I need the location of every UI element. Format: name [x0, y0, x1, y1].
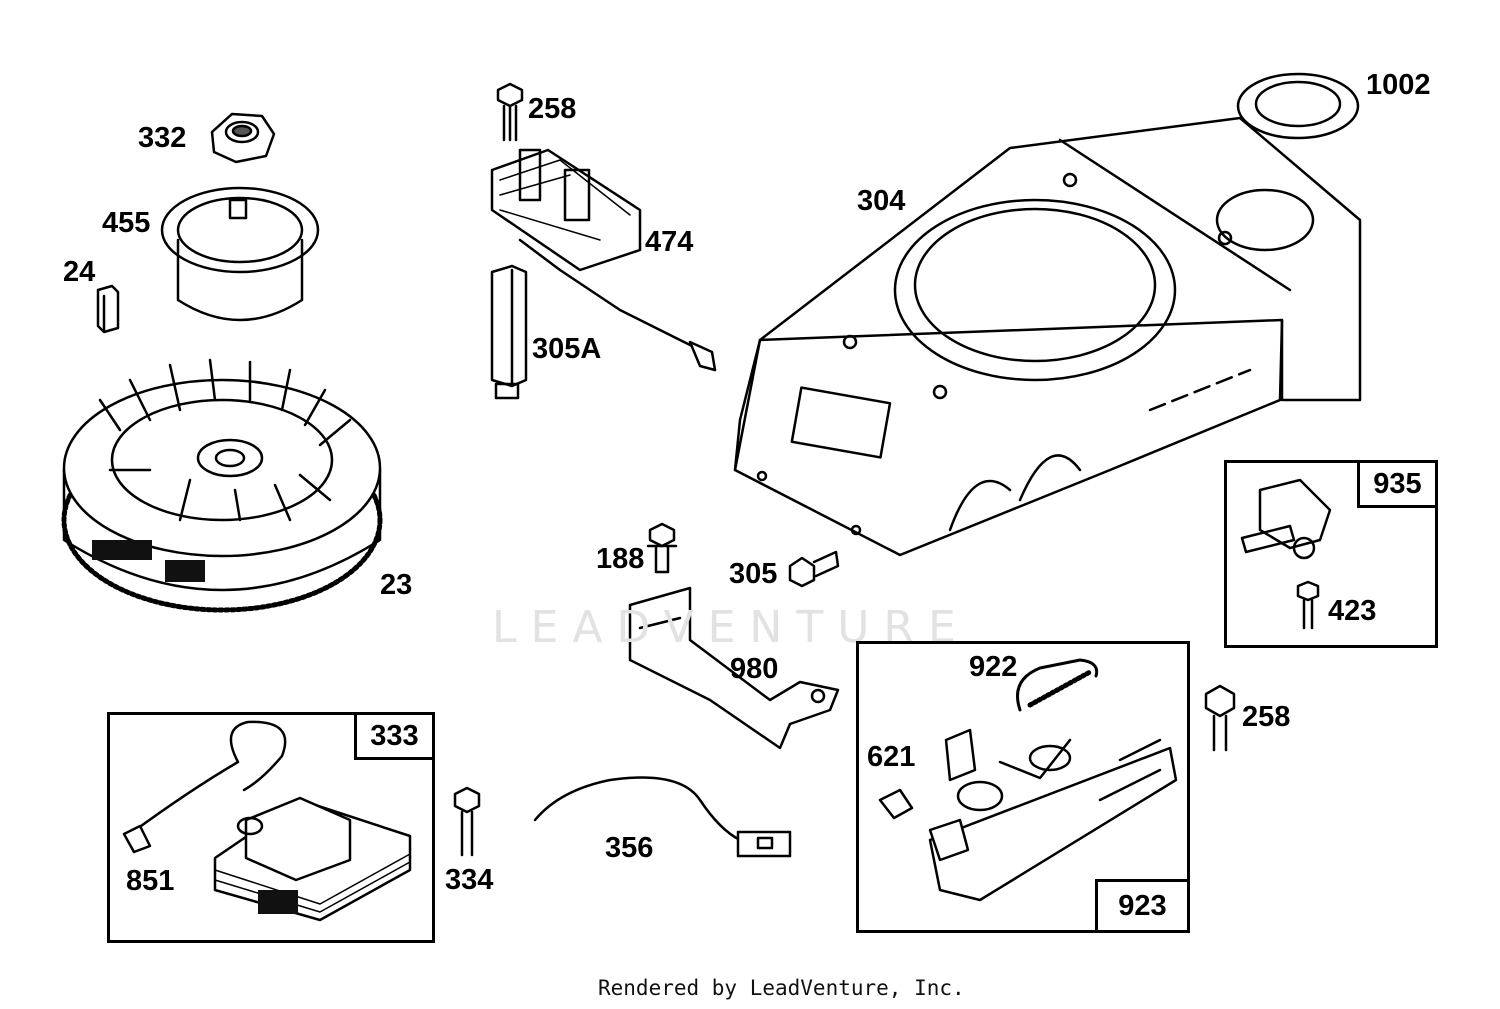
kit-tag-923: 923 [1095, 879, 1190, 933]
armature-474 [490, 148, 717, 372]
callout-304: 304 [857, 185, 906, 217]
bracket-980 [628, 586, 840, 750]
callout-23: 23 [380, 569, 413, 601]
kit-box-935 [1224, 460, 1438, 648]
bolt-334 [453, 786, 481, 857]
callout-356: 356 [605, 832, 654, 864]
callout-621: 621 [867, 741, 916, 773]
bolt-258-right [1204, 684, 1236, 752]
callout-423: 423 [1328, 595, 1377, 627]
callout-305a: 305A [532, 333, 602, 365]
kit-tag-935: 935 [1357, 460, 1438, 508]
key-24 [96, 284, 120, 334]
cup-455 [160, 186, 320, 322]
kit-935-parts [1240, 478, 1332, 630]
callout-258-top: 258 [528, 93, 577, 125]
kit-923-parts [878, 658, 1178, 902]
callout-334: 334 [445, 864, 494, 896]
bolt-188 [646, 522, 678, 574]
callout-455: 455 [102, 207, 151, 239]
callout-24: 24 [63, 256, 96, 288]
bolt-305 [788, 550, 840, 588]
footer-credit: Rendered by LeadVenture, Inc. [598, 976, 965, 1000]
housing-304 [733, 116, 1362, 557]
callout-474: 474 [645, 226, 694, 258]
callout-980: 980 [730, 653, 779, 685]
flywheel-23 [61, 358, 383, 613]
callout-188: 188 [596, 543, 645, 575]
callout-305: 305 [729, 558, 778, 590]
nut-332 [210, 112, 276, 164]
kit-box-923 [856, 641, 1190, 933]
spacer-305a [490, 264, 528, 400]
watermark: LEADVENTURE [492, 602, 970, 653]
kit-box-333 [107, 712, 435, 943]
callout-851: 851 [126, 865, 175, 897]
bolt-258-top [496, 82, 524, 142]
callout-922: 922 [969, 651, 1018, 683]
callout-258-right: 258 [1242, 701, 1291, 733]
kit-tag-333: 333 [354, 712, 435, 760]
kit-333-parts [122, 720, 412, 922]
wire-356 [533, 776, 792, 858]
callout-1002: 1002 [1366, 69, 1431, 101]
callout-332: 332 [138, 122, 187, 154]
ring-1002 [1236, 72, 1360, 140]
